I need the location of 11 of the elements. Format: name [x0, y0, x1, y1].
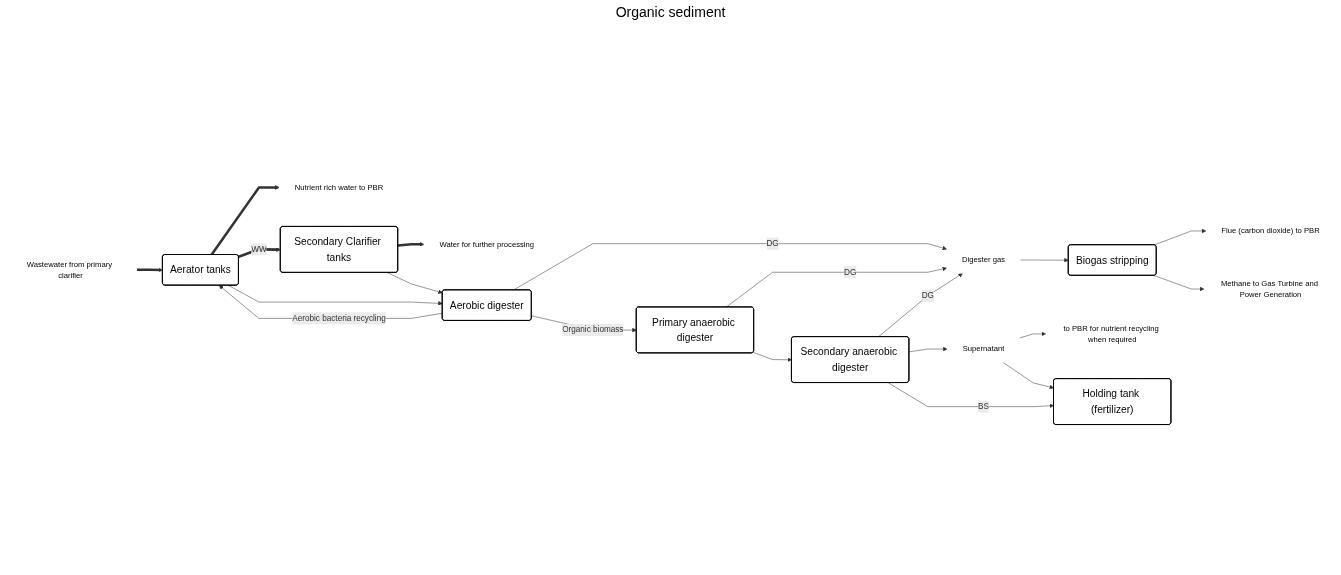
edge-label: Aerobic bacteria recycling: [292, 313, 386, 323]
edge-label: BS: [978, 402, 989, 411]
edge-label: DG: [921, 291, 934, 301]
arrow: [210, 185, 280, 256]
note-text: Organic sediment: [615, 4, 726, 20]
edge-label: DG: [766, 239, 779, 248]
edge-label: Organic biomass: [562, 325, 624, 335]
arrow: [136, 267, 163, 273]
arrow: [397, 242, 425, 247]
edge-label: WW: [251, 244, 267, 254]
edge-label: DG: [844, 267, 857, 277]
